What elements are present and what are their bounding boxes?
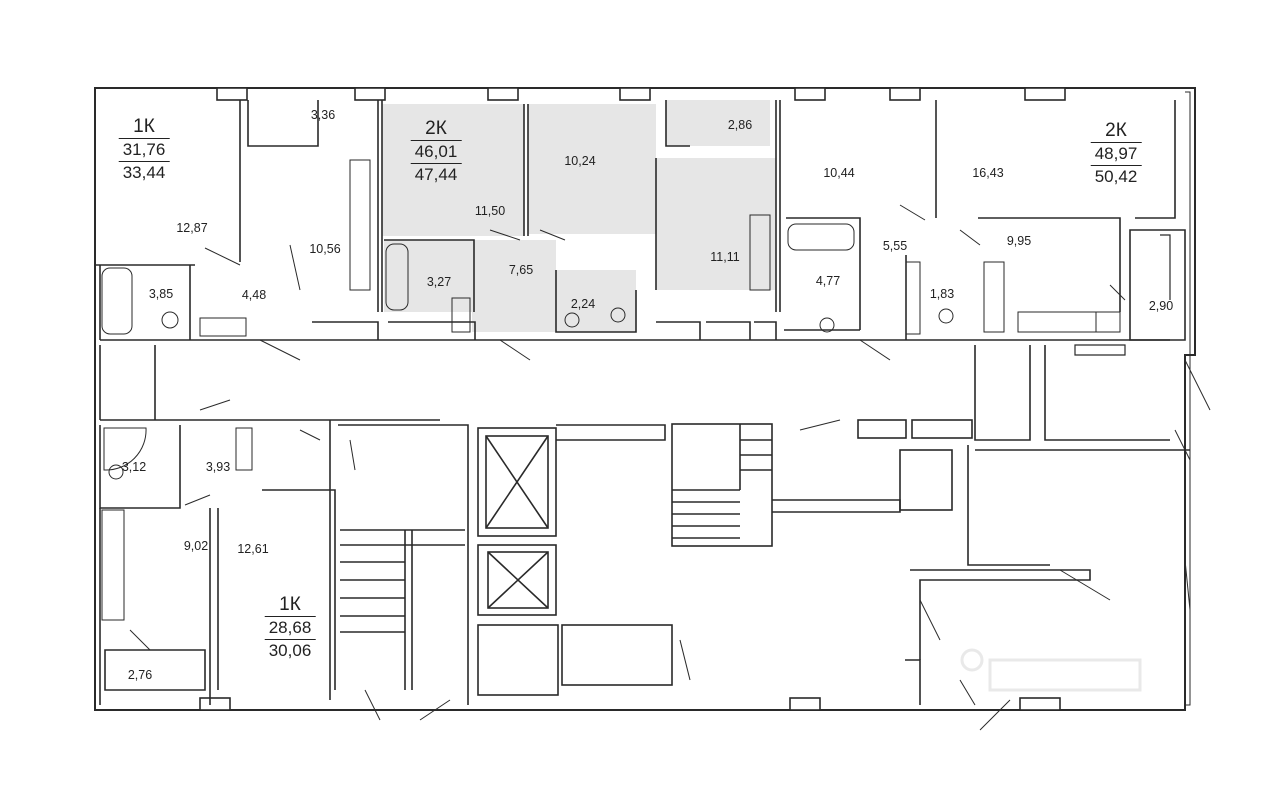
room-area: 3,93 xyxy=(205,460,231,474)
room-area: 11,11 xyxy=(710,250,740,264)
apartment-type: 2К xyxy=(425,118,447,139)
apartment-type: 1К xyxy=(133,116,155,137)
walls xyxy=(94,87,1196,711)
apartment-living-area: 48,97 xyxy=(1090,142,1142,165)
room-area: 9,02 xyxy=(183,539,209,553)
room-area: 12,87 xyxy=(176,221,208,235)
room-area: 1,83 xyxy=(929,287,955,301)
apartment-summary-1k-bottom: 1К 28,68 30,06 xyxy=(264,594,316,662)
room-area: 2,90 xyxy=(1148,299,1174,313)
room-area: 3,27 xyxy=(426,275,452,289)
room-area: 4,77 xyxy=(815,274,841,288)
room-area: 5,55 xyxy=(882,239,908,253)
room-area: 9,95 xyxy=(1006,234,1032,248)
room-area: 16,43 xyxy=(972,166,1004,180)
room-area: 10,24 xyxy=(564,154,596,168)
apartment-total-area: 50,42 xyxy=(1090,165,1142,188)
apartment-type: 1К xyxy=(279,594,301,615)
apartment-type: 2К xyxy=(1105,120,1127,141)
room-area: 3,12 xyxy=(121,460,147,474)
room-area: 2,24 xyxy=(570,297,596,311)
apartment-summary-1k-top: 1К 31,76 33,44 xyxy=(118,116,170,184)
doors xyxy=(129,204,1211,731)
cian-watermark-icon xyxy=(960,640,1150,700)
apartment-living-area: 31,76 xyxy=(118,138,170,161)
bath-fixtures xyxy=(101,159,1121,621)
apartment-summary-2k-shaded: 2К 46,01 47,44 xyxy=(410,118,462,186)
room-area: 4,48 xyxy=(241,288,267,302)
room-area: 12,61 xyxy=(237,542,269,556)
balconies xyxy=(1074,234,1171,356)
apartment-total-area: 30,06 xyxy=(264,639,316,662)
room-area: 2,86 xyxy=(727,118,753,132)
highlighted-apartment xyxy=(382,100,776,332)
apartment-total-area: 47,44 xyxy=(410,163,462,186)
apartment-total-area: 33,44 xyxy=(118,161,170,184)
apartment-living-area: 46,01 xyxy=(410,140,462,163)
room-area: 11,50 xyxy=(474,204,506,218)
room-area: 2,76 xyxy=(127,668,153,682)
room-area: 7,65 xyxy=(508,263,534,277)
room-area: 3,36 xyxy=(310,108,336,122)
room-area: 10,56 xyxy=(309,242,341,256)
room-area: 3,85 xyxy=(148,287,174,301)
room-area: 10,44 xyxy=(823,166,855,180)
apartment-living-area: 28,68 xyxy=(264,616,316,639)
apartment-summary-2k-right: 2К 48,97 50,42 xyxy=(1090,120,1142,188)
